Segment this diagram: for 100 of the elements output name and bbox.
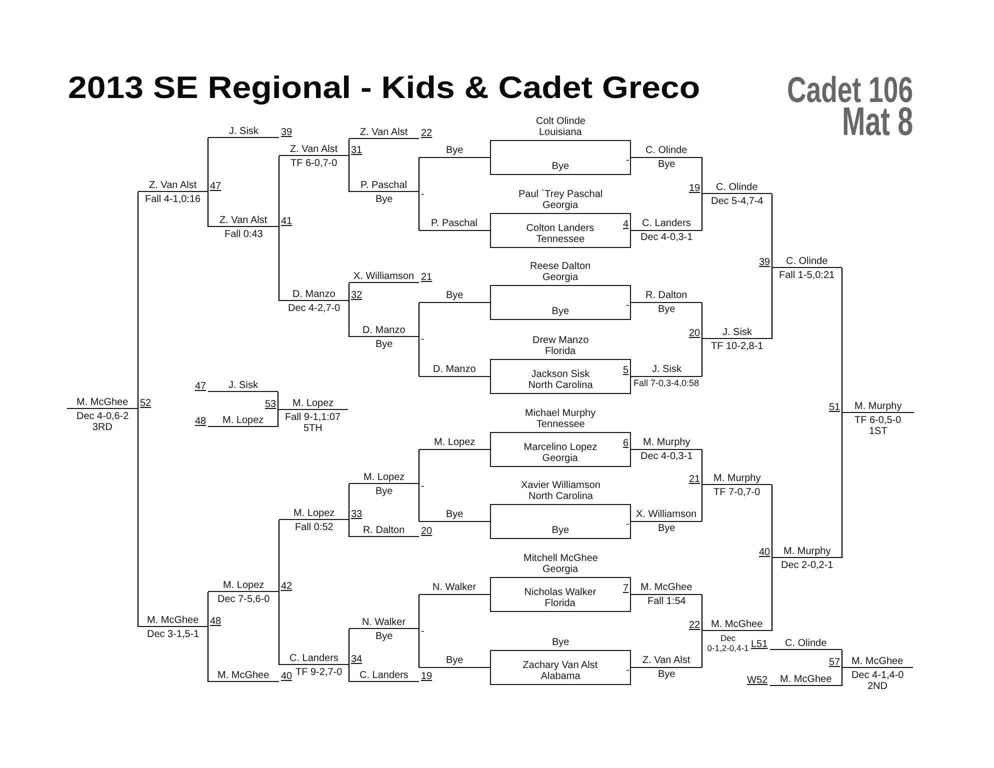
bout-number: 22 xyxy=(421,128,432,138)
wrestler-name: M. Lopez xyxy=(364,472,405,482)
bout-number: 48 xyxy=(210,616,222,626)
wrestler-name: C. Landers xyxy=(642,218,691,229)
wrestler-name: M. McGhee xyxy=(218,670,270,680)
connector-line xyxy=(701,158,703,195)
connector-line xyxy=(771,194,773,269)
bout-number: 20 xyxy=(421,526,432,536)
match-result: Fall 7-0,3-4,0:58 xyxy=(634,378,700,389)
match-result: Bye xyxy=(658,159,676,170)
wrestler-name: C. Landers xyxy=(290,652,338,664)
wrestler-name: J. Sisk xyxy=(722,326,752,338)
team-name: North Carolina xyxy=(528,380,593,392)
connector-line xyxy=(701,302,703,340)
team-name: Florida xyxy=(544,598,576,610)
match-result: Fall 0:43 xyxy=(224,228,263,240)
bout-number: 39 xyxy=(281,126,292,138)
bout-number: - xyxy=(421,189,424,200)
wrestler-name: M. McGhee xyxy=(640,582,692,593)
connector-line xyxy=(207,626,209,682)
wrestler-name: Colt Olinde xyxy=(536,116,586,127)
match-result: Fall 1-5,0:21 xyxy=(779,270,835,280)
wrestler-name: R. Dalton xyxy=(646,290,688,301)
connector-line xyxy=(207,191,209,227)
team-name: Florida xyxy=(545,346,576,357)
bout-number: - xyxy=(421,481,424,492)
wrestler-name: Bye xyxy=(552,525,570,536)
bout-number: 47 xyxy=(210,180,222,192)
connector-line xyxy=(771,557,773,631)
wrestler-name: P. Paschal xyxy=(431,218,478,229)
mat-label: Mat 8 xyxy=(842,106,914,138)
wrestler-name: C. Olinde xyxy=(786,256,828,266)
bout-number: 20 xyxy=(689,328,700,338)
bout-number: - xyxy=(626,518,630,530)
team-name: Georgia xyxy=(542,272,578,283)
match-result: Fall 4-1,0:16 xyxy=(145,194,201,204)
wrestler-name: Bye xyxy=(552,306,570,318)
connector-line xyxy=(701,630,703,668)
place-label: 2ND xyxy=(868,680,888,692)
wrestler-name: Z. Van Alst xyxy=(642,655,690,666)
wrestler-name: M. Murphy xyxy=(643,437,690,448)
match-result: Fall 1:54 xyxy=(648,596,686,607)
match-result: TF 6-0,7-0 xyxy=(290,158,338,168)
match-result: Bye xyxy=(376,630,393,642)
bout-number: 47 xyxy=(195,380,206,392)
connector-line xyxy=(207,138,209,193)
team-name: Tennessee xyxy=(536,234,585,246)
match-result: Bye xyxy=(376,338,393,350)
wrestler-name: M. Lopez xyxy=(434,437,476,448)
connector-line xyxy=(277,409,279,427)
bout-number: 32 xyxy=(351,290,362,300)
match-result: Dec 4-0,6-2 xyxy=(76,410,129,422)
wrestler-name: Bye xyxy=(446,655,464,666)
wrestler-name: C. Olinde xyxy=(716,182,758,192)
wrestler-name: Michael Murphy xyxy=(525,408,596,419)
wrestler-name: M. Lopez xyxy=(223,580,264,590)
wrestler-name: M. McGhee xyxy=(76,396,128,408)
connector-line xyxy=(278,520,280,593)
bout-number: 40 xyxy=(759,546,770,558)
connector-line xyxy=(418,158,420,193)
wrestler-name: M. Lopez xyxy=(292,398,334,408)
bout-number: 34 xyxy=(351,654,362,664)
wrestler-name: M. Murphy xyxy=(854,400,902,412)
wrestler-name: X. Williamson xyxy=(354,270,414,282)
bout-number: 6 xyxy=(623,438,629,449)
wrestler-name: Mitchell McGhee xyxy=(524,553,598,564)
bout-number: 21 xyxy=(421,272,432,282)
wrestler-name: Marcelino Lopez xyxy=(524,442,598,454)
wrestler-name: P. Paschal xyxy=(360,180,408,190)
bout-number: - xyxy=(626,154,630,166)
division-label: Cadet 106 xyxy=(787,76,914,105)
wrestler-name: Bye xyxy=(446,290,464,301)
team-name: Louisiana xyxy=(539,127,582,138)
bout-number: 19 xyxy=(421,670,432,682)
connector-line xyxy=(278,156,280,228)
wrestler-name: Zachary Van Alst xyxy=(522,660,598,672)
place-label: 1ST xyxy=(869,426,888,436)
connector-line xyxy=(418,336,420,376)
wrestler-name: Bye xyxy=(446,509,464,520)
connector-line xyxy=(701,450,703,486)
match-result: Dec 4-0,3-1 xyxy=(640,451,693,462)
match-result: Dec 4-0,3-1 xyxy=(640,232,693,243)
wrestler-name: Paul `Trey Paschal xyxy=(518,189,603,200)
wrestler-name: M. McGhee xyxy=(711,618,763,630)
match-result: Dec 7-5,6-0 xyxy=(218,594,270,604)
connector-line xyxy=(348,300,350,337)
wrestler-name: M. Lopez xyxy=(294,508,335,518)
connector-line xyxy=(418,191,420,230)
wrestler-name: Bye xyxy=(552,161,570,172)
bout-number: 7 xyxy=(623,583,629,594)
bout-number: 33 xyxy=(351,508,362,520)
connector-line xyxy=(278,591,280,665)
bout-number: 22 xyxy=(689,620,700,630)
wrestler-name: C. Olinde xyxy=(785,638,827,648)
wrestler-name: Reese Dalton xyxy=(530,261,591,272)
wrestler-name: M. Murphy xyxy=(784,546,831,556)
match-result: Bye xyxy=(658,304,676,315)
wrestler-name: Z. Van Alst xyxy=(360,126,408,138)
match-result: Dec 5-4,7-4 xyxy=(711,196,764,206)
match-result: TF 10-2,8-1 xyxy=(711,340,764,352)
